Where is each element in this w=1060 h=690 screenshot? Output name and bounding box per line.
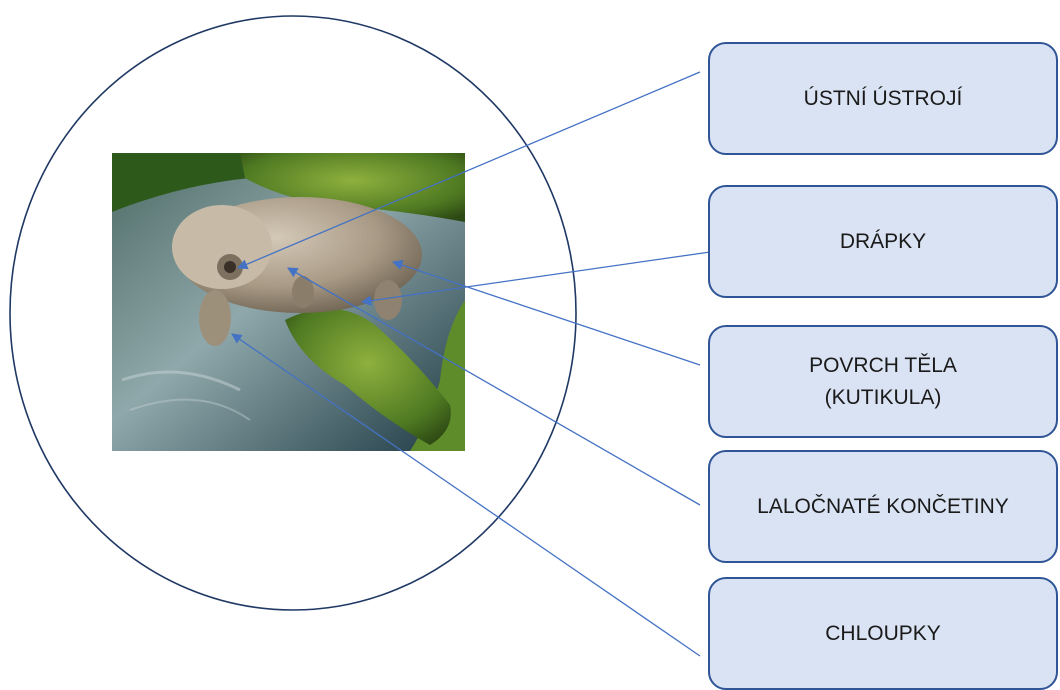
label-hairs: CHLOUPKY	[708, 577, 1058, 690]
label-mouthparts: ÚSTNÍ ÚSTROJÍ	[708, 42, 1058, 155]
pointer-claws	[360, 251, 711, 306]
label-mouthparts-text: ÚSTNÍ ÚSTROJÍ	[803, 86, 963, 110]
label-claws-text: DRÁPKY	[839, 229, 927, 253]
pointer-hairs	[231, 333, 701, 657]
label-lobed-limbs-text: LALOČNATÉ KONČETINY	[757, 494, 1009, 518]
label-lobed-limbs: LALOČNATÉ KONČETINY	[708, 450, 1058, 563]
label-claws: DRÁPKY	[708, 185, 1058, 298]
pointer-cuticle	[392, 260, 701, 366]
label-cuticle-text: POVRCH TĚLA (KUTIKULA)	[809, 354, 957, 409]
label-cuticle: POVRCH TĚLA (KUTIKULA)	[708, 325, 1058, 438]
label-hairs-text: CHLOUPKY	[825, 621, 941, 645]
pointer-lobed-limbs	[287, 267, 701, 506]
tardigrade-photo	[112, 153, 465, 451]
frame-circle	[9, 15, 577, 611]
pointer-mouthparts	[237, 71, 701, 270]
